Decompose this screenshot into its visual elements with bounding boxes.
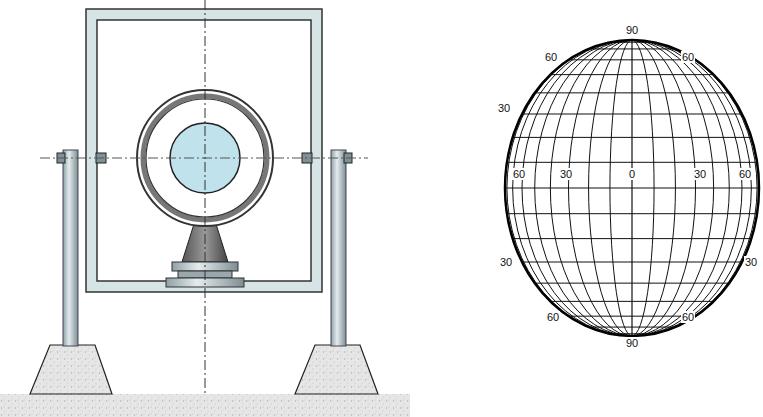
frame-opening [97, 20, 311, 281]
scale-number: 30 [693, 168, 707, 180]
parallel [535, 283, 730, 284]
center-line [205, 0, 206, 395]
parallel [589, 327, 676, 328]
left-post [63, 150, 78, 346]
scale-number: 60 [681, 311, 695, 323]
scale-number: 30 [559, 168, 573, 180]
globe-outline [505, 40, 759, 336]
scale-number: 0 [628, 168, 636, 180]
globe-grid [505, 40, 759, 336]
parallel [569, 59, 696, 60]
scale-number: 60 [512, 168, 526, 180]
right-base [295, 345, 378, 394]
parallel [522, 114, 742, 115]
parallel [522, 262, 742, 263]
left-base [30, 345, 112, 394]
center-line [40, 158, 368, 159]
scale-number: 30 [497, 102, 511, 114]
parallel [507, 213, 757, 214]
right-post [331, 150, 346, 346]
parallel [589, 48, 676, 49]
scale-number: 30 [744, 256, 758, 268]
gimbal-frame [86, 9, 322, 292]
scale-number: 90 [625, 337, 639, 349]
parallel [507, 162, 757, 163]
parallel [513, 238, 752, 239]
ground [0, 394, 410, 417]
scale-number: 60 [544, 51, 558, 63]
scale-number: 60 [738, 168, 752, 180]
scale-number: 60 [546, 311, 560, 323]
parallel [505, 187, 759, 188]
parallel [535, 92, 730, 93]
parallel [569, 316, 696, 317]
scale-number: 30 [499, 256, 513, 268]
parallel [513, 137, 752, 138]
scale-number: 60 [681, 51, 695, 63]
parallel [550, 74, 713, 75]
scale-number: 90 [625, 24, 639, 36]
parallel [550, 301, 713, 302]
